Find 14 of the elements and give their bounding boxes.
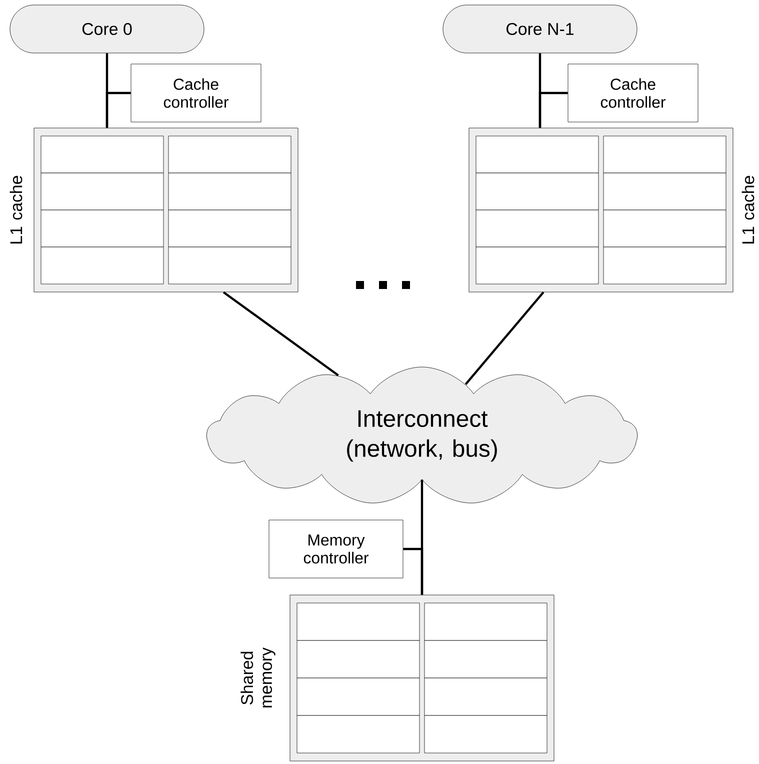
- connector-line: [106, 92, 131, 128]
- cache-label: L1 cache: [742, 176, 754, 244]
- connector-line: [464, 292, 544, 385]
- core-box: Core 0: [10, 4, 204, 54]
- controller-box: Memory controller: [268, 520, 404, 578]
- controller-box: Cache controller: [568, 64, 698, 122]
- interconnect-cloud: Interconnect (network, bus): [206, 366, 638, 504]
- controller-box: Cache controller: [130, 64, 262, 122]
- connector-line: [538, 92, 568, 128]
- core-box: Core N-1: [442, 4, 638, 54]
- memory-label: Shared memory: [240, 647, 276, 708]
- connector-line: [403, 548, 424, 595]
- cache-label: L1 cache: [10, 176, 22, 244]
- connector-line: [222, 291, 339, 376]
